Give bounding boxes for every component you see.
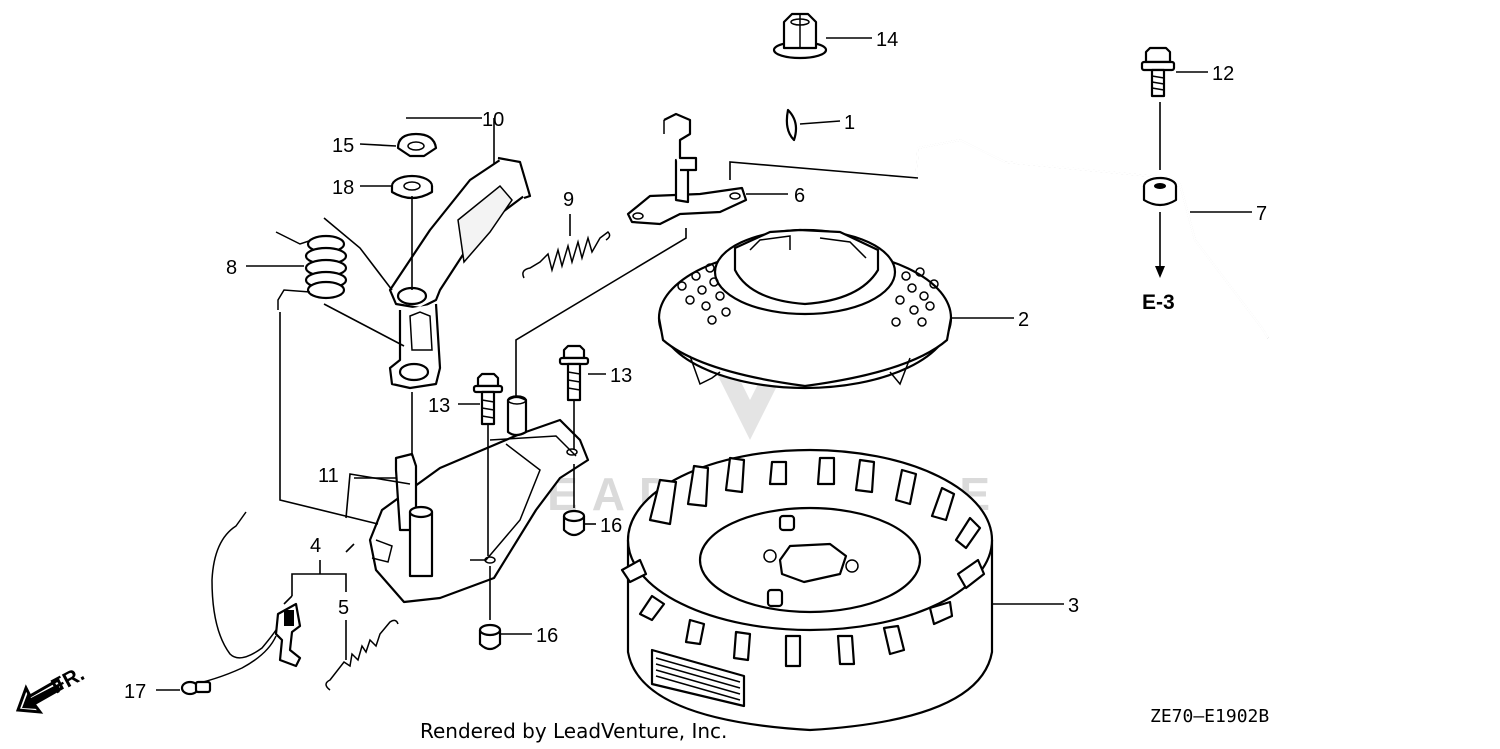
callout-labels: 14 1 12 7 6 2 3 9 10 15 18 8 13 13 11 16…	[124, 29, 1267, 703]
clip-15[interactable]	[396, 132, 438, 158]
spring-9[interactable]	[522, 231, 611, 279]
magnet-grille	[650, 648, 746, 708]
section-reference[interactable]: E-3	[1142, 291, 1175, 314]
collar-16-lower[interactable]	[478, 623, 502, 651]
bolt-13-left[interactable]	[472, 372, 504, 426]
callout-16-lower[interactable]: 16	[536, 625, 558, 647]
washer-18[interactable]	[390, 174, 434, 200]
render-credit: Rendered by LeadVenture, Inc.	[420, 719, 727, 743]
bolt-13-right[interactable]	[558, 344, 590, 402]
cooling-holes	[677, 263, 939, 327]
governor-arm-10[interactable]	[388, 156, 532, 390]
flywheel-3[interactable]	[620, 448, 994, 732]
callout-11[interactable]: 11	[318, 465, 339, 487]
stop-wire[interactable]	[185, 511, 277, 687]
callout-3[interactable]: 3	[1068, 595, 1079, 617]
callout-18[interactable]: 18	[332, 177, 354, 199]
bolt-12[interactable]	[1140, 46, 1176, 98]
callout-7[interactable]: 7	[1256, 203, 1267, 225]
governor-base-11[interactable]	[368, 395, 590, 604]
governor-bracket-6[interactable]	[626, 112, 748, 226]
leader-lines	[156, 37, 1252, 691]
callout-13-right[interactable]: 13	[610, 365, 632, 387]
woodruff-key-1[interactable]	[785, 108, 798, 142]
callout-9[interactable]: 9	[563, 189, 574, 211]
callout-17[interactable]: 17	[124, 681, 146, 703]
callout-2[interactable]: 2	[1018, 309, 1029, 331]
callout-8[interactable]: 8	[226, 257, 237, 279]
callout-5[interactable]: 5	[338, 597, 349, 619]
callout-14[interactable]: 14	[876, 29, 898, 51]
callout-16-upper[interactable]: 16	[600, 515, 622, 537]
fan-cover-2[interactable]	[657, 228, 953, 390]
collar-16-upper[interactable]	[562, 509, 586, 537]
callout-1[interactable]: 1	[844, 112, 855, 134]
front-direction-marker: FR.	[15, 662, 88, 714]
callout-15[interactable]: 15	[332, 135, 354, 157]
fan-blades	[620, 456, 986, 668]
stop-switch-4[interactable]	[274, 602, 302, 668]
flange-nut-14[interactable]	[772, 12, 828, 60]
screw-17[interactable]	[180, 680, 212, 696]
callout-13-left[interactable]: 13	[428, 395, 450, 417]
callout-6[interactable]: 6	[794, 185, 805, 207]
callout-4[interactable]: 4	[310, 535, 321, 557]
spring-5[interactable]	[325, 619, 399, 691]
diagram-code: ZE70—E1902B	[1150, 706, 1269, 727]
callout-10[interactable]: 10	[482, 109, 504, 131]
control-rod-7[interactable]	[915, 138, 1269, 339]
callout-12[interactable]: 12	[1212, 63, 1234, 85]
torsion-spring-8[interactable]	[275, 231, 348, 310]
